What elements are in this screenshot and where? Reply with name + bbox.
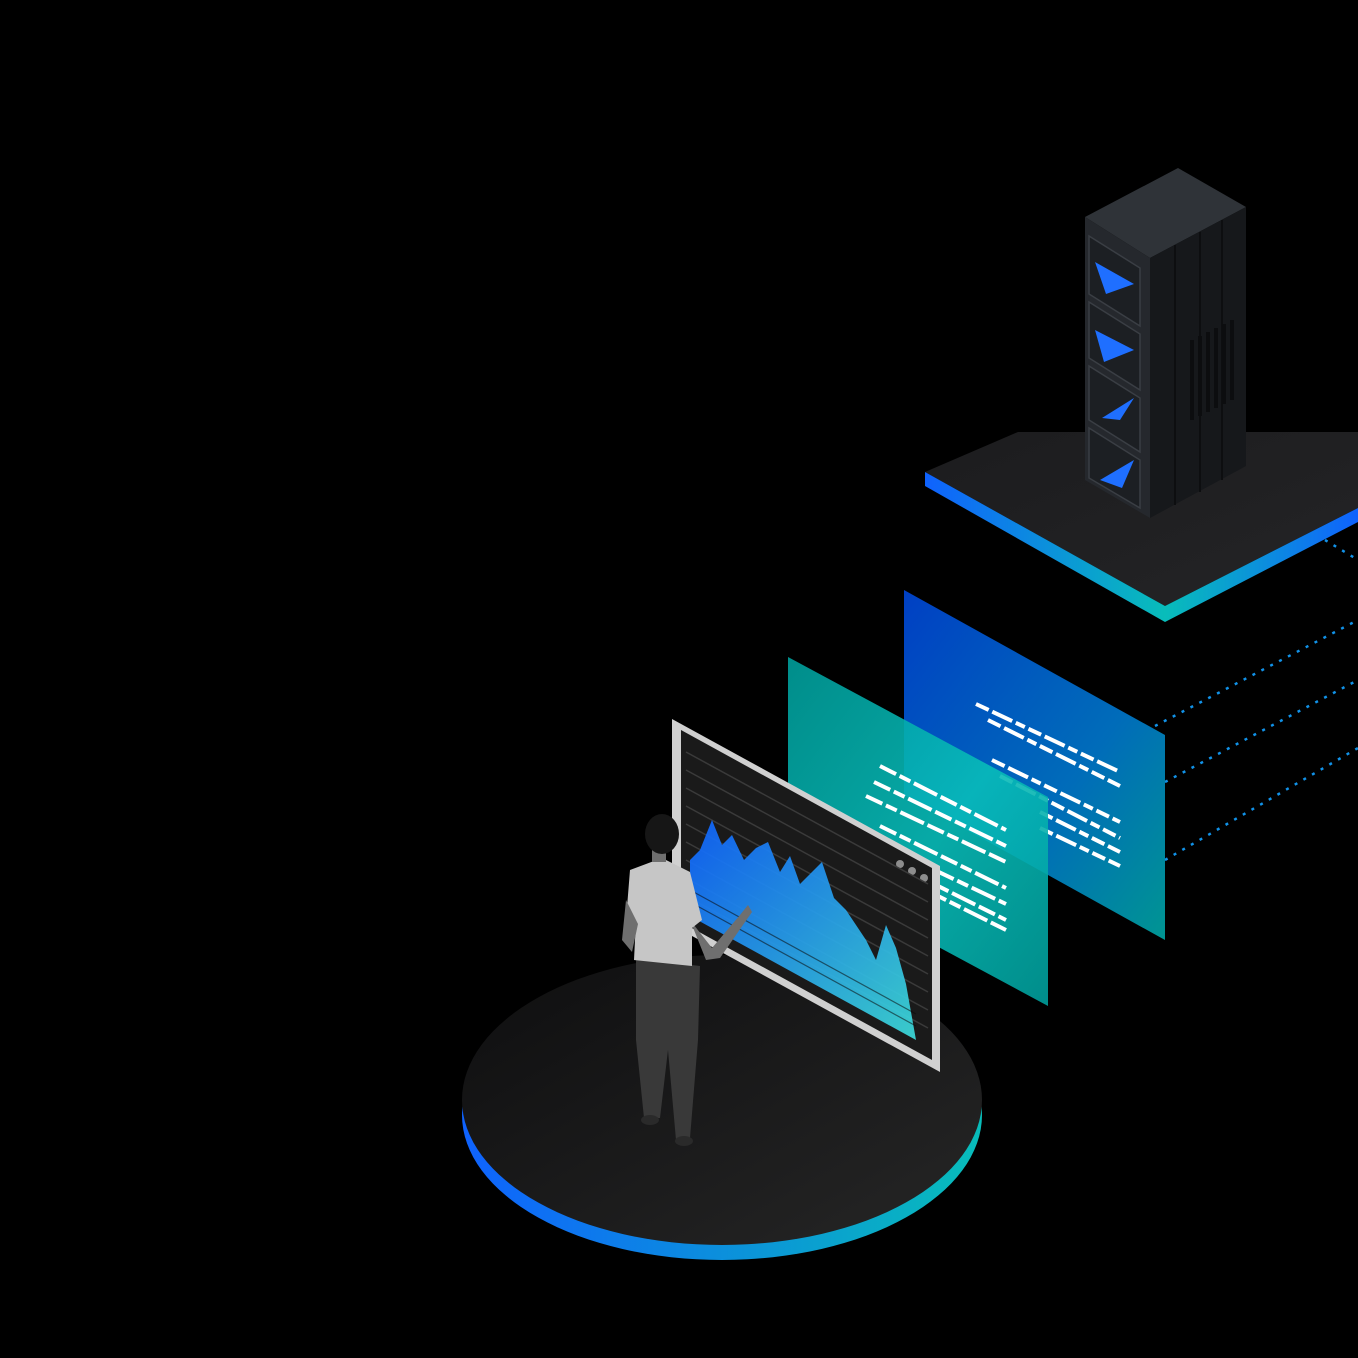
platform-edge-left — [925, 472, 1165, 622]
monitor-window-dots — [896, 860, 928, 882]
platform-top — [925, 432, 1358, 606]
server-vents — [1190, 320, 1234, 420]
person-figure-icon — [622, 814, 752, 1146]
person-shirt — [626, 858, 702, 966]
server-rack-icon — [1085, 168, 1246, 518]
data-panel-teal — [788, 657, 1048, 1006]
server-drawers — [1088, 234, 1141, 510]
connection-lines — [1154, 538, 1358, 862]
server-platform — [925, 432, 1358, 622]
person-legs — [636, 958, 700, 1140]
server-top — [1085, 168, 1246, 258]
monitor-chart-icon — [672, 719, 940, 1072]
person-head — [645, 814, 679, 854]
platform-edge-right — [1165, 508, 1358, 622]
panel-teal-text-lines — [865, 764, 1007, 932]
person-platform — [462, 955, 982, 1260]
data-panel-blue — [904, 590, 1165, 940]
monitor-area-chart — [690, 820, 916, 1040]
